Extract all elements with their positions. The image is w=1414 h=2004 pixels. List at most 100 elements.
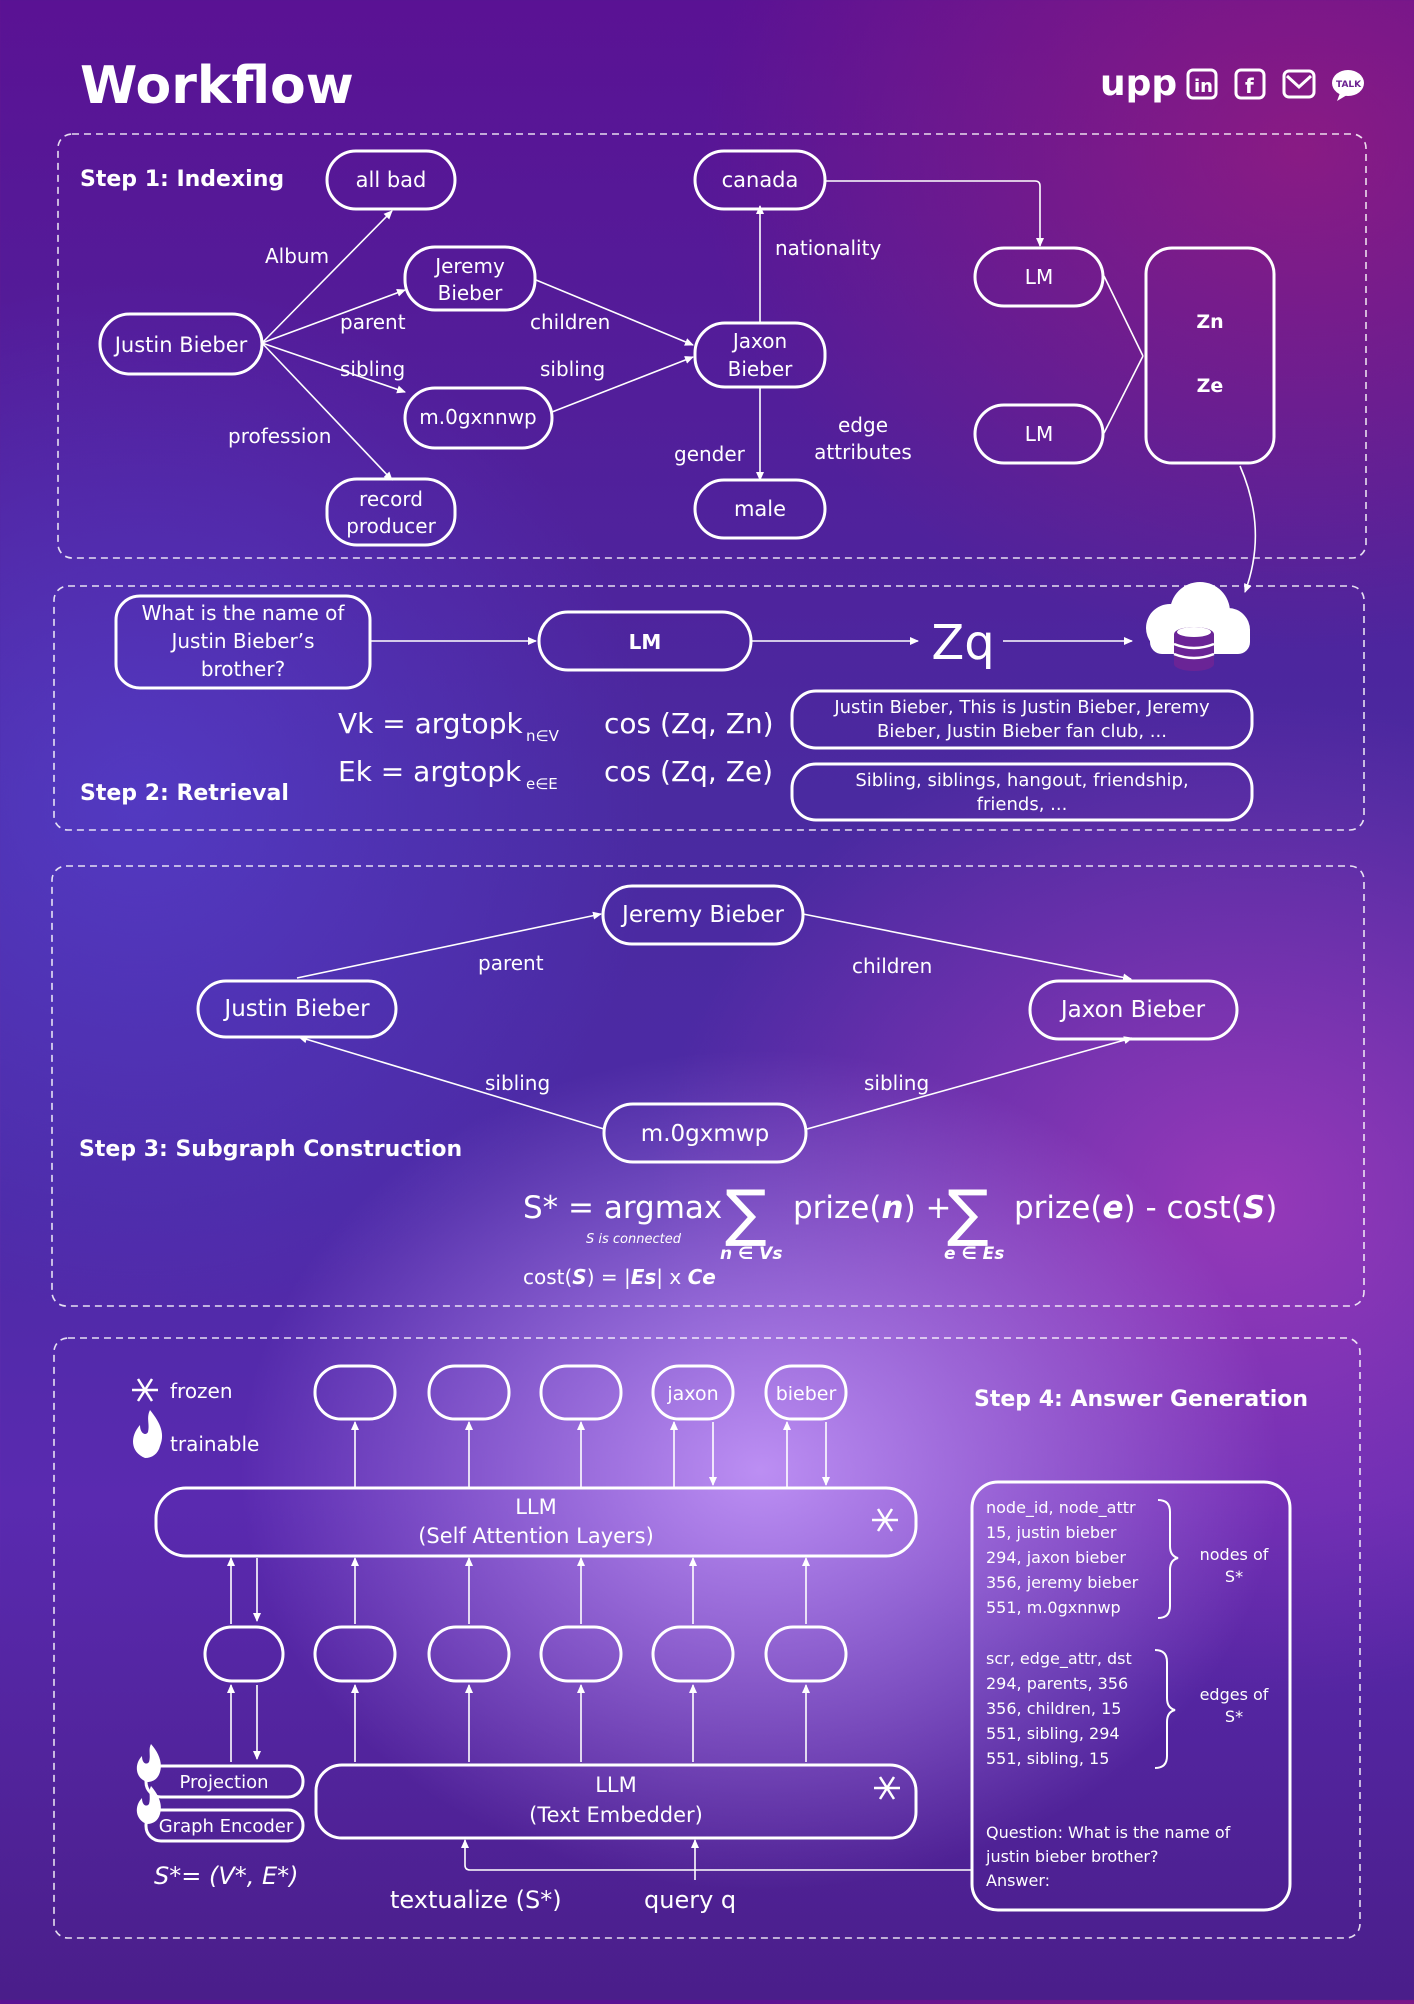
svg-text:S is connected: S is connected: [586, 1232, 682, 1247]
step1-heading: Step 1: Indexing: [80, 167, 284, 192]
node-all-bad: all bad: [325, 149, 457, 211]
svg-text:Jeremy: Jeremy: [433, 254, 505, 278]
svg-text:LM: LM: [1025, 265, 1053, 289]
svg-text:bieber: bieber: [776, 1383, 837, 1405]
svg-text:Justin Bieber: Justin Bieber: [113, 333, 248, 357]
svg-text:(Self Attention Layers): (Self Attention Layers): [418, 1524, 654, 1548]
step2-panel: [53, 585, 1365, 831]
svg-text:∑: ∑: [947, 1176, 989, 1249]
svg-text:friends, ...: friends, ...: [977, 794, 1068, 815]
svg-text:356, jeremy bieber: 356, jeremy bieber: [986, 1573, 1139, 1592]
svg-text:jaxon: jaxon: [666, 1383, 718, 1405]
step2-heading: Step 2: Retrieval: [80, 781, 289, 806]
edge-label-sibling: sibling: [864, 1071, 929, 1095]
svg-text:prize(n) +: prize(n) +: [793, 1190, 952, 1226]
step4-arrows: [227, 1421, 972, 1880]
facebook-icon[interactable]: f: [1234, 68, 1266, 100]
question-box: What is the name of Justin Bieber’s brot…: [114, 594, 372, 690]
svg-text:TALK: TALK: [1336, 80, 1362, 90]
svg-text:294, jaxon bieber: 294, jaxon bieber: [986, 1548, 1126, 1567]
svg-text:∑: ∑: [725, 1176, 767, 1249]
edge-attributes-label: edge: [838, 413, 888, 437]
svg-text:551, sibling, 294: 551, sibling, 294: [986, 1724, 1120, 1743]
svg-text:Jaxon: Jaxon: [731, 329, 787, 353]
text-token: [764, 1625, 848, 1683]
svg-text:294, parents, 356: 294, parents, 356: [986, 1674, 1128, 1693]
vk-formula: Vk = argtopk n∈V cos (Zq, Zn): [338, 707, 774, 745]
linkedin-icon[interactable]: in: [1186, 68, 1218, 100]
step3-edges: [296, 911, 1133, 1130]
svg-text:scr, edge_attr, dst: scr, edge_attr, dst: [986, 1649, 1132, 1669]
lm-box-query: LM: [537, 610, 753, 672]
output-token-jaxon: jaxon: [651, 1364, 735, 1421]
svg-text:f: f: [1245, 74, 1254, 98]
svg-text:cos (Zq, Ze): cos (Zq, Ze): [604, 755, 773, 788]
step1-edges: [261, 180, 1257, 593]
node-justin-bieber: Justin Bieber: [196, 979, 398, 1039]
svg-text:LLM: LLM: [515, 1495, 557, 1519]
llm-text-embedder-box: LLM (Text Embedder): [314, 1763, 918, 1840]
svg-text:m.0gxnnwp: m.0gxnnwp: [419, 405, 537, 429]
snowflake-icon: [874, 1776, 900, 1800]
svg-text:Justin Bieber’s: Justin Bieber’s: [169, 629, 314, 653]
svg-text:Ek = argtopk: Ek = argtopk: [338, 755, 522, 788]
prompt-card: node_id, node_attr 15, justin bieber 294…: [970, 1480, 1292, 1912]
database-cloud-icon: [1146, 582, 1250, 671]
svg-text:cos (Zq, Zn): cos (Zq, Zn): [604, 707, 774, 740]
output-token: [313, 1364, 397, 1421]
retrieved-edges-box: Sibling, siblings, hangout, friendship, …: [790, 762, 1254, 822]
svg-text:Projection: Projection: [179, 1772, 268, 1793]
svg-text:356, children, 15: 356, children, 15: [986, 1699, 1121, 1718]
svg-text:551, sibling, 15: 551, sibling, 15: [986, 1749, 1109, 1768]
edges-of-label: edges of: [1200, 1685, 1269, 1704]
svg-text:Jeremy Bieber: Jeremy Bieber: [620, 902, 784, 928]
flame-icon: [136, 1786, 161, 1824]
embedding-box: Zn Ze: [1144, 246, 1276, 465]
text-token: [539, 1625, 623, 1683]
step1-panel: [57, 133, 1367, 559]
svg-text:(Text Embedder): (Text Embedder): [529, 1803, 703, 1827]
edge-label-gender: gender: [674, 442, 746, 466]
node-jaxon-bieber: Jaxon Bieber: [1028, 979, 1239, 1041]
edge-label-children: children: [852, 954, 932, 978]
edge-label-sibling: sibling: [485, 1071, 550, 1095]
node-male: male: [693, 478, 827, 540]
edge-attributes-label: attributes: [814, 440, 912, 464]
embedding-tokens: [203, 1625, 848, 1683]
mail-icon[interactable]: [1282, 69, 1316, 99]
svg-text:prize(e) - cost(S): prize(e) - cost(S): [1014, 1190, 1277, 1226]
talk-chat-icon[interactable]: TALK: [1332, 70, 1364, 101]
retrieved-nodes-box: Justin Bieber, This is Justin Bieber, Je…: [790, 689, 1254, 750]
svg-text:LLM: LLM: [595, 1773, 637, 1797]
node-canada: canada: [693, 149, 827, 211]
node-justin-bieber: Justin Bieber: [98, 312, 264, 376]
output-token: [427, 1364, 511, 1421]
step3-panel: [51, 865, 1365, 1307]
output-token: [539, 1364, 623, 1421]
svg-text:cost(S) = |Es| x Ce: cost(S) = |Es| x Ce: [523, 1265, 716, 1289]
edges-table: scr, edge_attr, dst 294, parents, 356 35…: [986, 1649, 1132, 1768]
lm-box-top: LM: [973, 246, 1105, 308]
textualize-label: textualize (S*): [390, 1886, 562, 1914]
svg-text:What is the name of: What is the name of: [142, 601, 346, 625]
snowflake-icon: [132, 1378, 158, 1402]
svg-text:Jaxon Bieber: Jaxon Bieber: [1059, 997, 1206, 1023]
svg-text:e∈E: e∈E: [526, 775, 558, 793]
svg-text:all bad: all bad: [356, 168, 427, 192]
node-jeremy-bieber: Jeremy Bieber: [601, 884, 805, 946]
graph-encoder-box: Graph Encoder: [136, 1786, 305, 1843]
svg-text:in: in: [1194, 76, 1213, 97]
svg-text:n ∈ Vs: n ∈ Vs: [720, 1244, 782, 1264]
svg-text:Bieber, Justin Bieber fan club: Bieber, Justin Bieber fan club, ...: [877, 721, 1167, 742]
text-token: [427, 1625, 511, 1683]
zq-label: Zq: [931, 615, 994, 671]
svg-text:n∈V: n∈V: [526, 727, 560, 745]
lm-box-bottom: LM: [973, 403, 1105, 465]
svg-text:e ∈ Es: e ∈ Es: [944, 1244, 1004, 1264]
text-token: [313, 1625, 397, 1683]
svg-text:Justin Bieber, This is Justin: Justin Bieber, This is Justin Bieber, Je…: [833, 697, 1210, 718]
edge-label-parent: parent: [340, 310, 406, 334]
svg-text:node_id, node_attr: node_id, node_attr: [986, 1498, 1136, 1518]
nodes-of-label: nodes of: [1200, 1545, 1269, 1564]
edge-label-children: children: [530, 310, 610, 334]
